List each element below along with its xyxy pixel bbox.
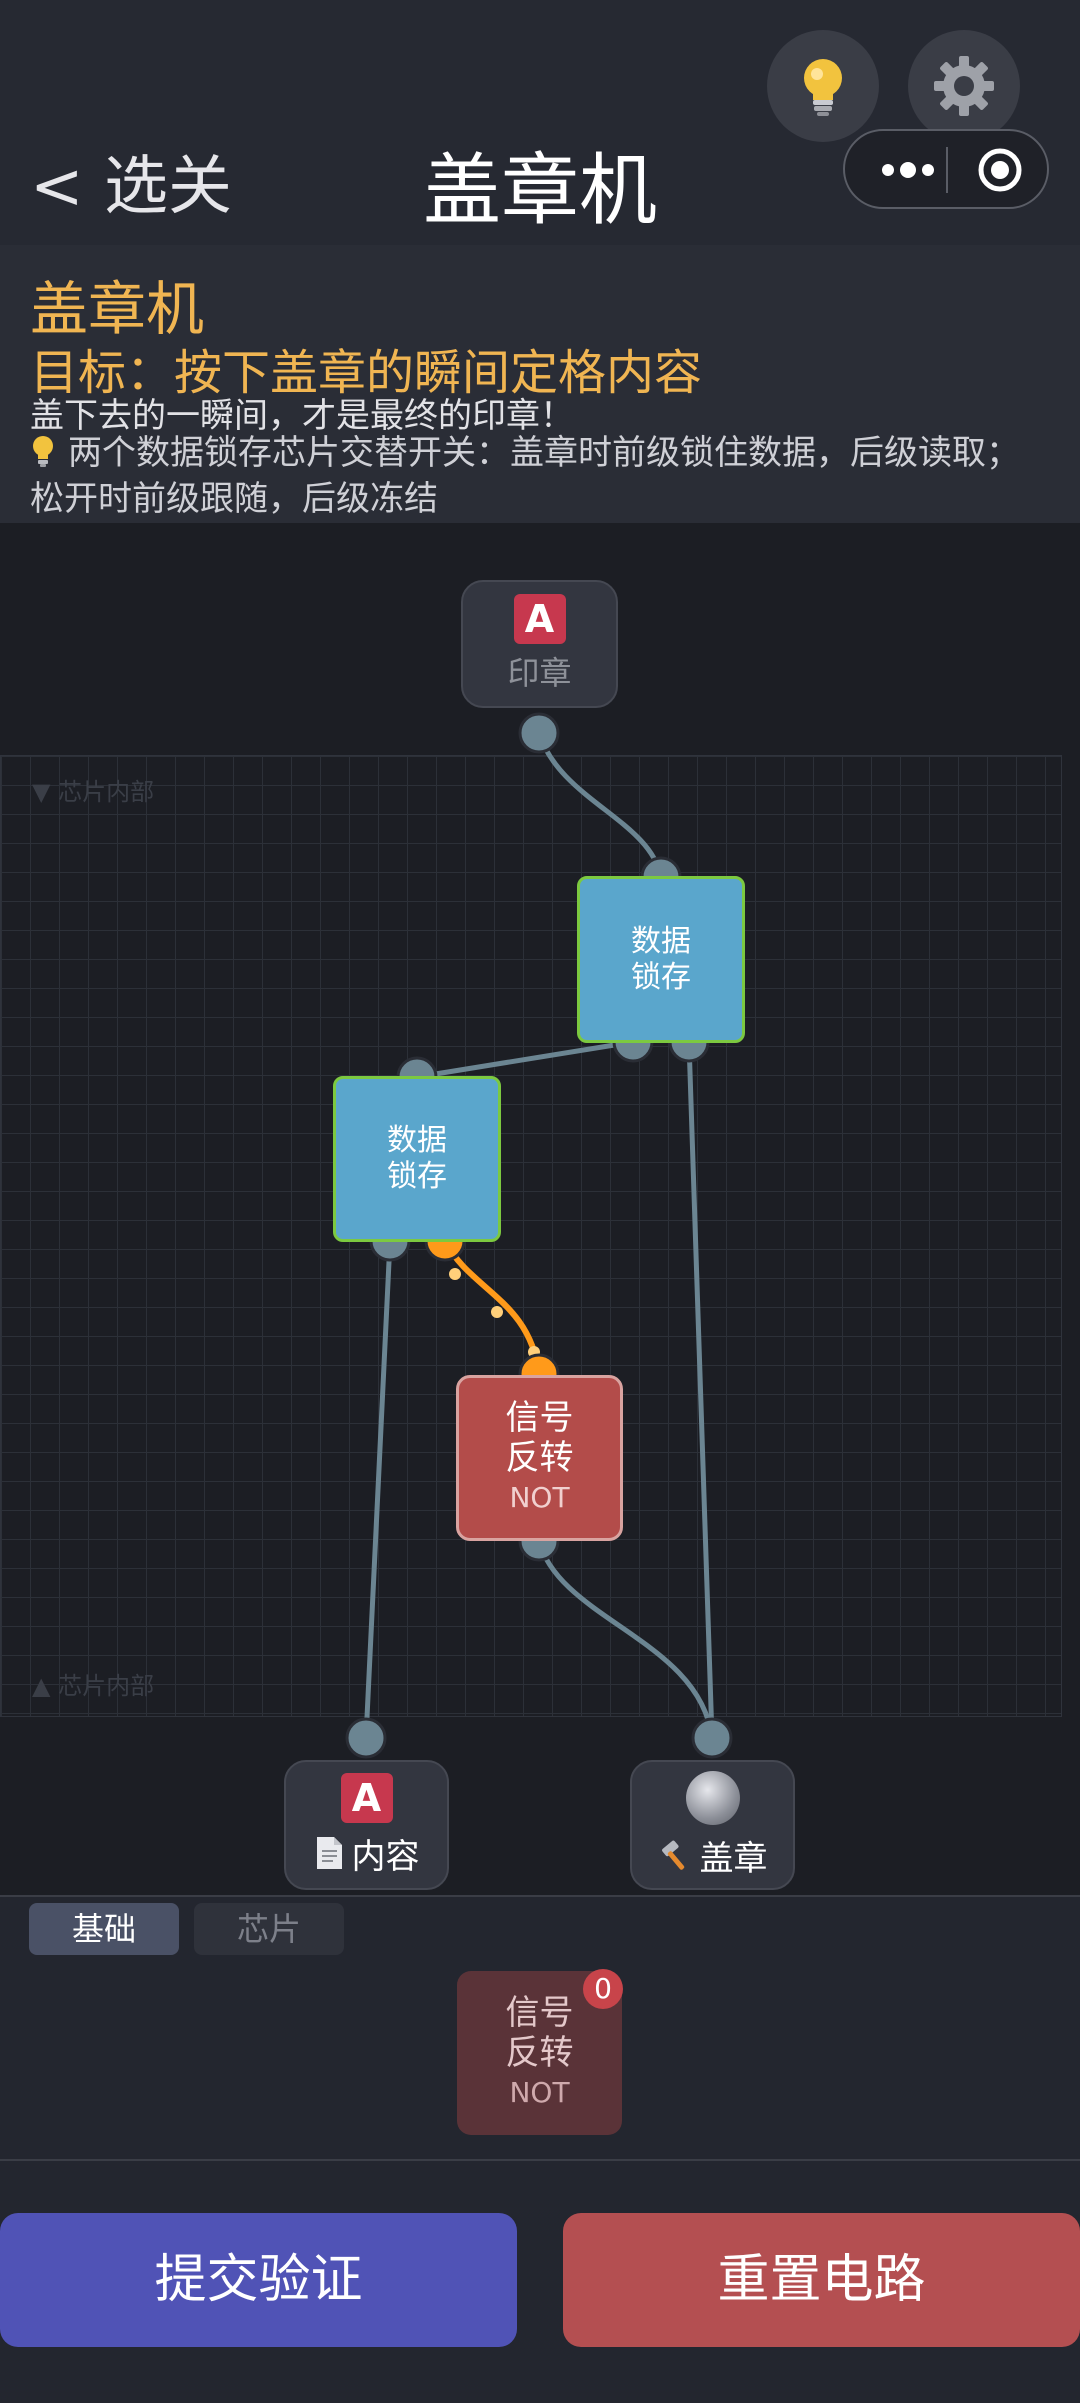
data-latch-chip-2[interactable]: 数据 锁存 (333, 1076, 501, 1242)
level-info-panel (0, 245, 1080, 523)
tab-chip[interactable]: 芯片 (194, 1903, 344, 1955)
letter-a-icon: A (340, 1772, 393, 1823)
hammer-icon (661, 1840, 684, 1870)
wire-latch1-to-latch2 (414, 1039, 636, 1080)
settings-button[interactable] (908, 30, 1020, 142)
port-input-out (518, 712, 560, 754)
level-hint: 两个数据锁存芯片交替开关：盖章时前级锁住数据，后级读取；松开时前级跟随，后级冻结 (30, 430, 1050, 522)
miniprogram-capsule (843, 129, 1049, 209)
output-stamp-label: 盖章 (699, 1838, 768, 1879)
chip-label-line1: 数据 (631, 923, 691, 959)
letter-a-icon: A (513, 594, 566, 644)
gear-icon (934, 56, 994, 116)
output-content-caption: 内容 (314, 1829, 420, 1878)
port-content-in (345, 1717, 387, 1759)
back-button[interactable]: < 选关 (30, 150, 232, 224)
hint-button[interactable] (767, 30, 879, 142)
close-target-icon[interactable] (975, 145, 1025, 195)
wire-latch1-to-stamp (686, 1039, 715, 1741)
chip-label-line1: 数据 (387, 1123, 447, 1158)
signal-dot (449, 1268, 461, 1280)
zone-top-label: ▼ 芯片内部 (32, 778, 155, 806)
chip-sublabel: NOT (509, 1481, 570, 1514)
stamp-lamp-icon (685, 1770, 740, 1825)
document-icon (316, 1837, 342, 1869)
wire-not-to-stamp (536, 1538, 715, 1741)
lightbulb-icon (33, 436, 53, 467)
more-menu-icon[interactable] (873, 145, 943, 195)
submit-button[interactable]: 提交验证 (0, 2213, 517, 2347)
input-node-label: 印章 (507, 654, 572, 692)
wire-input-to-latch1 (536, 730, 664, 880)
page-title: 盖章机 (422, 146, 657, 236)
output-stamp-caption: 盖章 (658, 1831, 768, 1880)
level-goal: 目标：按下盖章的瞬间定格内容 (30, 345, 703, 401)
tab-basic[interactable]: 基础 (29, 1903, 179, 1955)
chip-label-line2: 锁存 (387, 1159, 447, 1194)
chip-label-line2: 锁存 (631, 959, 691, 995)
palette-sublabel: NOT (509, 2076, 570, 2109)
chip-label-line1: 信号 (505, 1398, 574, 1438)
capsule-divider (946, 147, 948, 193)
zone-bottom-label: ▲ 芯片内部 (32, 1672, 155, 1700)
divider (0, 2159, 1080, 2161)
palette-label-line1: 信号 (505, 1993, 574, 2033)
reset-button[interactable]: 重置电路 (563, 2213, 1080, 2347)
hint-text: 两个数据锁存芯片交替开关：盖章时前级锁住数据，后级读取；松开时前级跟随，后级冻结 (30, 433, 1020, 519)
wire-latch2-to-not-active (442, 1238, 542, 1377)
wire-latch2-to-content (363, 1238, 393, 1741)
level-name: 盖章机 (30, 275, 205, 343)
remaining-count-badge: 0 (583, 1969, 623, 2009)
output-node-stamp[interactable]: 盖章 (630, 1760, 795, 1890)
signal-dot (491, 1306, 503, 1318)
output-content-label: 内容 (351, 1836, 420, 1877)
lightbulb-icon (804, 59, 842, 116)
palette-label-line2: 反转 (505, 2033, 574, 2073)
port-stamp-in (691, 1717, 733, 1759)
output-node-content[interactable]: A 内容 (284, 1760, 449, 1890)
chip-label-line2: 反转 (505, 1438, 574, 1478)
not-gate-chip[interactable]: 信号 反转 NOT (456, 1375, 623, 1541)
input-node-stamp[interactable]: A 印章 (461, 580, 618, 708)
level-description: 盖下去的一瞬间，才是最终的印章！ (30, 396, 574, 436)
data-latch-chip-1[interactable]: 数据 锁存 (577, 876, 745, 1043)
